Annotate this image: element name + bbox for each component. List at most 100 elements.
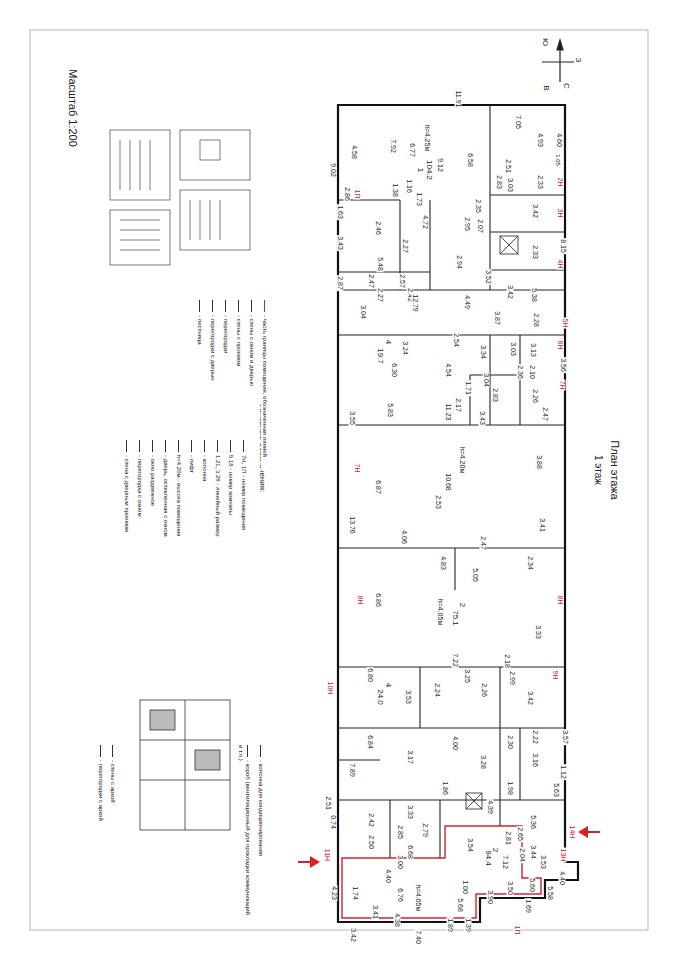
dimension-label: 3.56 xyxy=(560,357,567,373)
dimension-label: 2.51 xyxy=(505,158,512,174)
legend-text: 7Н, 1П - номер помещения xyxy=(241,455,247,530)
dimension-label: 8.15 xyxy=(560,238,567,254)
dimension-label: 2.24 xyxy=(434,682,441,698)
premises-number: 11Н xyxy=(324,848,331,862)
legend-sample xyxy=(238,300,239,312)
dimension-label: 3.52 xyxy=(485,269,492,285)
legend-sample xyxy=(178,440,179,452)
dimension-label: 3.57 xyxy=(562,729,569,745)
dimension-label: h=4.05м xyxy=(415,884,422,912)
dimension-label: 2.22 xyxy=(532,729,539,745)
dimension-label: 2.47 xyxy=(480,535,487,551)
dimension-label: 2.04 xyxy=(519,847,526,863)
dimension-label: 3.90 xyxy=(487,889,494,905)
dimension-label: 6.58 xyxy=(467,152,474,168)
legend-text: - стены с аркой xyxy=(110,760,116,803)
premises-number: 2Н xyxy=(557,177,564,188)
legend-text: h=4.20м - высота помещения xyxy=(176,455,182,537)
dimension-label: 7.40 xyxy=(415,929,422,945)
legend-sample xyxy=(100,745,101,757)
dimension-label: 94.4 xyxy=(484,849,492,867)
dimension-label: 12.79 xyxy=(412,293,419,313)
dimension-label: 2.47 xyxy=(368,273,375,289)
dimension-label: 2.28 xyxy=(533,312,540,328)
legend-entry: 7Н, 1П - номер помещения xyxy=(240,440,247,610)
dimension-label: 11.91 xyxy=(455,90,462,109)
dimension-label: 2.26 xyxy=(481,682,488,698)
dimension-label: 2.10 xyxy=(529,364,536,380)
dimension-label: 2.54 xyxy=(453,332,460,348)
legend-sample xyxy=(152,440,153,452)
dimension-label: 4.54 xyxy=(445,362,452,378)
legend-text: - часть границы помещения, обозначенная … xyxy=(262,315,268,457)
dimension-label: 3.53 xyxy=(540,854,547,870)
legend-sample xyxy=(217,440,218,452)
legend-sample xyxy=(139,440,140,452)
dimension-label: 3.24 xyxy=(402,340,409,356)
dimension-label: 2.47 xyxy=(542,406,549,422)
dimension-label: 1.16 xyxy=(406,178,413,194)
legend-entry: - колонна xyxy=(201,440,208,610)
dimension-label: 2.94 xyxy=(456,254,463,270)
legend-entry: - часть границы помещения, обозначенная … xyxy=(261,300,268,470)
plan-title: План этажа xyxy=(609,439,620,500)
dimension-label: 3.25 xyxy=(464,668,471,684)
dimension-label: 3.03 xyxy=(507,177,514,193)
legend-entry: h=4.20м - высота помещения xyxy=(175,440,182,610)
dimension-label: 19.7 xyxy=(376,347,384,365)
premises-number: 7Н xyxy=(559,380,566,391)
legend-text: 5.18 - номер комнаты xyxy=(228,455,234,515)
dimension-label: 7.22 xyxy=(452,652,459,668)
dimension-label: 2.35 xyxy=(475,198,482,214)
dimension-label: 2.81 xyxy=(505,830,512,846)
legend-sample xyxy=(247,745,248,757)
dimension-label: 1.00 xyxy=(462,879,469,895)
legend-sample xyxy=(126,440,127,452)
legend-sample xyxy=(251,300,252,312)
legend-text: 1.21, 3.28 - линейный размер xyxy=(215,455,221,537)
premises-number: 9Н xyxy=(552,670,559,681)
dimension-label: 2.83 xyxy=(492,387,499,403)
premises-number: 6Н xyxy=(557,340,564,351)
dimension-label: 5.83 xyxy=(387,402,394,418)
premises-number: 8Н xyxy=(357,595,364,606)
legend-sample xyxy=(204,440,205,452)
dimension-label: 5.05 xyxy=(472,567,479,583)
legend-text: - перегородки xyxy=(223,315,229,353)
dimension-label: 4.00 xyxy=(452,735,459,751)
dimension-label: 6.30 xyxy=(391,362,398,378)
dimension-label: 24.0 xyxy=(376,688,384,706)
dimension-label: 2.26 xyxy=(532,388,539,404)
dimension-label: 3.55 xyxy=(349,410,356,426)
legend-text: - перегородка с окном xyxy=(137,455,143,517)
legend-text: - короб (вентиляционный для прокладки ко… xyxy=(238,745,251,915)
dimension-label: 5.68 xyxy=(457,897,464,913)
legend-sample xyxy=(230,440,231,452)
dimension-label: 4.40 xyxy=(559,870,566,886)
dimension-label: 3.42 xyxy=(350,927,357,943)
dimension-label: 1.86 xyxy=(442,780,449,796)
legend-entry: - стена с дверным проемом xyxy=(123,440,130,610)
dimension-label: 4.83 xyxy=(440,555,447,571)
dimension-label: 4.39 xyxy=(487,799,494,815)
legend-sample xyxy=(243,440,244,452)
premises-number: 13Н xyxy=(560,848,567,863)
legend-entry: - перегородки с аркой xyxy=(97,745,104,915)
dimension-label: 2.27 xyxy=(402,238,409,254)
dimension-label: 4.23 xyxy=(331,885,338,901)
dimension-label: 2.36 xyxy=(517,364,524,380)
dimension-label: 6.76 xyxy=(397,887,404,903)
dimension-label: 13.76 xyxy=(349,515,356,535)
legend-text: - колонна для кондиционирования xyxy=(258,760,264,856)
dimension-label: 2.33 xyxy=(532,244,539,260)
dimension-label: 5.60 xyxy=(529,877,536,893)
dimension-label: 2.18 xyxy=(504,653,511,669)
dimension-label: 1.89 xyxy=(447,917,454,933)
legend-entry: - перегородка с окном xyxy=(136,440,143,610)
premises-number: 10Н xyxy=(327,681,334,696)
legend-sample xyxy=(264,300,265,312)
dimension-label: 3.34 xyxy=(480,344,487,360)
dimension-label: 3.53 xyxy=(405,689,412,705)
dimension-label: 2 xyxy=(491,847,499,853)
dimension-label: h=4.20м xyxy=(459,446,466,474)
